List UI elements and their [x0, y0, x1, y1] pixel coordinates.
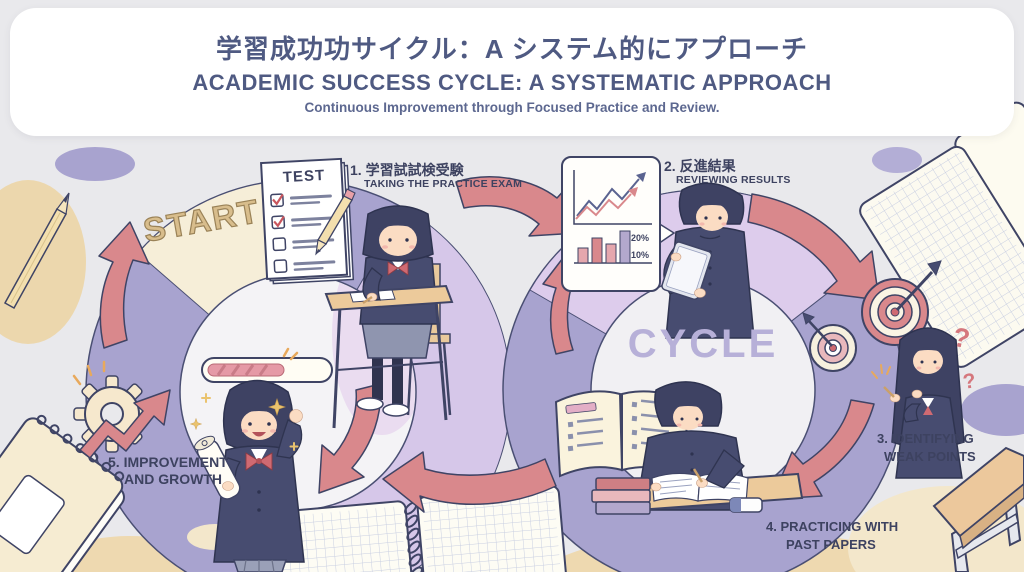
- cycle-label: CYCLE: [627, 322, 779, 366]
- results-chart-icon: [561, 156, 676, 292]
- step4-label-line2: PAST PAPERS: [786, 537, 876, 552]
- small-pencil-icon: [315, 188, 356, 256]
- arrow-left-ring-down: [318, 383, 382, 494]
- step1-label-en: TAKING THE PRACTICE EXAM: [364, 178, 523, 190]
- school-desk-icon: [932, 446, 1024, 572]
- step1-label-jp: 1. 学習試試検受験: [350, 162, 464, 178]
- gear-sparkle-lines: [72, 360, 106, 386]
- step2-label-en: REVIEWING RESULTS: [676, 174, 791, 186]
- arrow-practice-to-left-circle: [382, 451, 557, 513]
- step3-label-line2: WEAK POINTS: [884, 449, 976, 464]
- subtitle: Continuous Improvement through Focused P…: [304, 100, 720, 115]
- chart-value-10: 10%: [631, 250, 650, 260]
- student-improvement-growth: [189, 379, 305, 572]
- step4-label-line1: 4. PRACTICING WITH: [766, 519, 899, 534]
- title-banner: 学習成功功サイクル：A システム的にアプローチ ACADEMIC SUCCESS…: [10, 8, 1014, 136]
- arrow-left-ring-up: [98, 221, 150, 349]
- student-identifying-weak-points: [871, 327, 965, 479]
- step3-label-line1: 3. IDENTIFYING: [877, 431, 974, 446]
- target-icon: [802, 260, 942, 372]
- pencil-icon: [3, 192, 70, 310]
- sparkle-icon: [189, 398, 286, 431]
- title-english: ACADEMIC SUCCESS CYCLE: A SYSTEMATIC APP…: [192, 70, 832, 95]
- spiral-notebook-icon: [0, 414, 125, 572]
- growth-arrow-icon: [79, 389, 171, 459]
- student-reviewing-results: [661, 182, 755, 339]
- step5-label-line1: 5. IMPROVEMENT: [108, 454, 228, 470]
- progress-bar-icon: [201, 347, 333, 383]
- chart-value-20: 20%: [631, 233, 650, 243]
- student-taking-exam: [324, 205, 454, 429]
- step2-label-jp: 2. 反進結果: [664, 158, 736, 174]
- step5-label-line2: AND GROWTH: [124, 471, 222, 487]
- gear-icon: [73, 375, 151, 453]
- title-japanese: 学習成功功サイクル：A システム的にアプローチ: [216, 34, 808, 64]
- student-practicing-past-papers: [591, 381, 804, 515]
- sparkle-plus: [201, 393, 299, 451]
- test-checklist-icon: [260, 157, 355, 285]
